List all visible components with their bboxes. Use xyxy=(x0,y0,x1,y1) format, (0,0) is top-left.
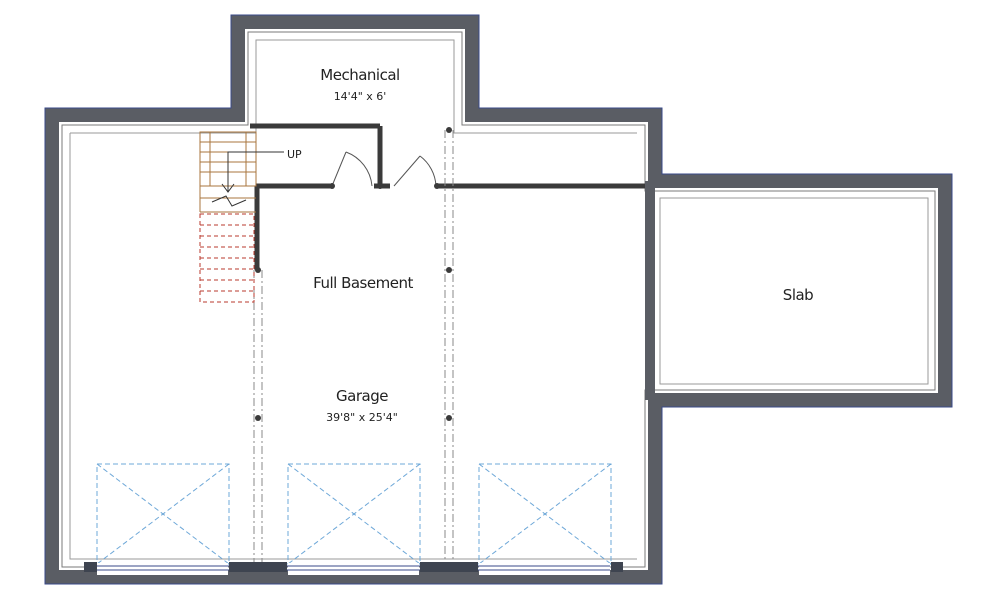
garage-door-2 xyxy=(287,463,421,565)
posts xyxy=(255,127,452,421)
garage-dimensions: 39'8" x 25'4" xyxy=(326,411,398,424)
garage-door-3 xyxy=(478,463,612,565)
interior-walls xyxy=(250,123,645,270)
mechanical-label: Mechanical xyxy=(320,66,399,84)
slab-inner-border xyxy=(659,197,929,385)
mechanical-doors xyxy=(331,151,437,187)
slab-label: Slab xyxy=(783,286,813,304)
full-basement-label: Full Basement xyxy=(313,274,413,292)
garage-label: Garage xyxy=(336,387,388,405)
slab-divider-wall xyxy=(645,181,655,400)
beam-lines xyxy=(253,130,454,566)
mechanical-dimensions: 14'4" x 6' xyxy=(334,90,387,103)
stair-up-label: UP xyxy=(287,148,302,161)
garage-doors xyxy=(96,463,612,565)
stairs: UP xyxy=(199,131,302,303)
garage-door-1 xyxy=(96,463,230,565)
exterior-walls xyxy=(44,14,953,585)
room-labels: Mechanical 14'4" x 6' Full Basement Gara… xyxy=(313,66,814,424)
garage-door-openings xyxy=(84,562,623,575)
